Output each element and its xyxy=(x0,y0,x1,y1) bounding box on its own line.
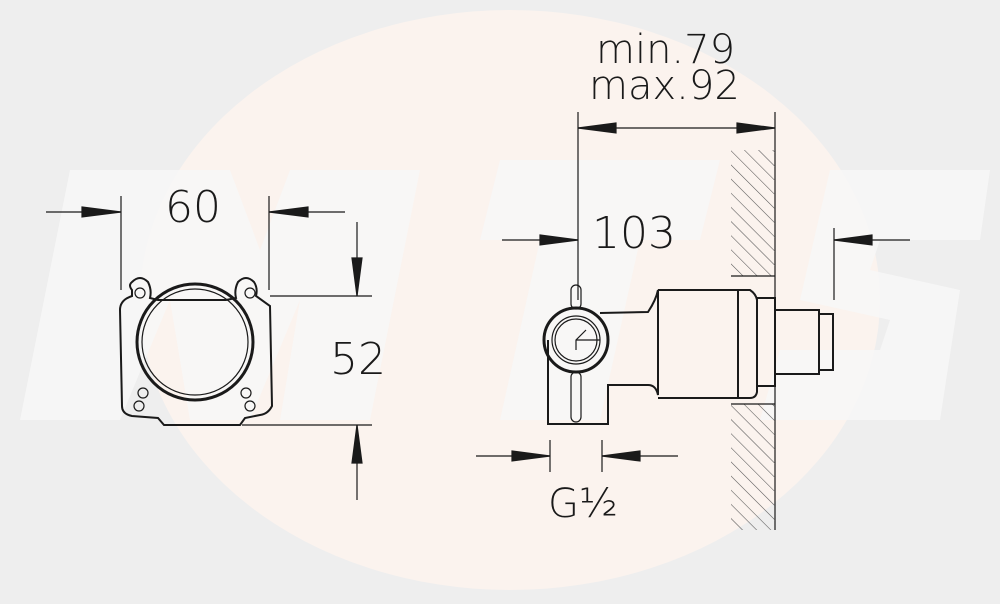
thread-size-label: G½ xyxy=(548,484,618,524)
overall-length-label: 103 xyxy=(592,208,676,259)
depth-min-label: min.79 xyxy=(596,27,736,73)
side-view xyxy=(476,112,910,530)
thread-fraction: ½ xyxy=(579,481,618,527)
thread-letter: G xyxy=(548,481,579,527)
front-view xyxy=(46,196,372,500)
width-dimension-label: 60 xyxy=(165,182,221,233)
depth-max-label: max.92 xyxy=(589,63,740,109)
height-dimension-label: 52 xyxy=(330,334,386,385)
brand-watermark xyxy=(20,10,990,590)
